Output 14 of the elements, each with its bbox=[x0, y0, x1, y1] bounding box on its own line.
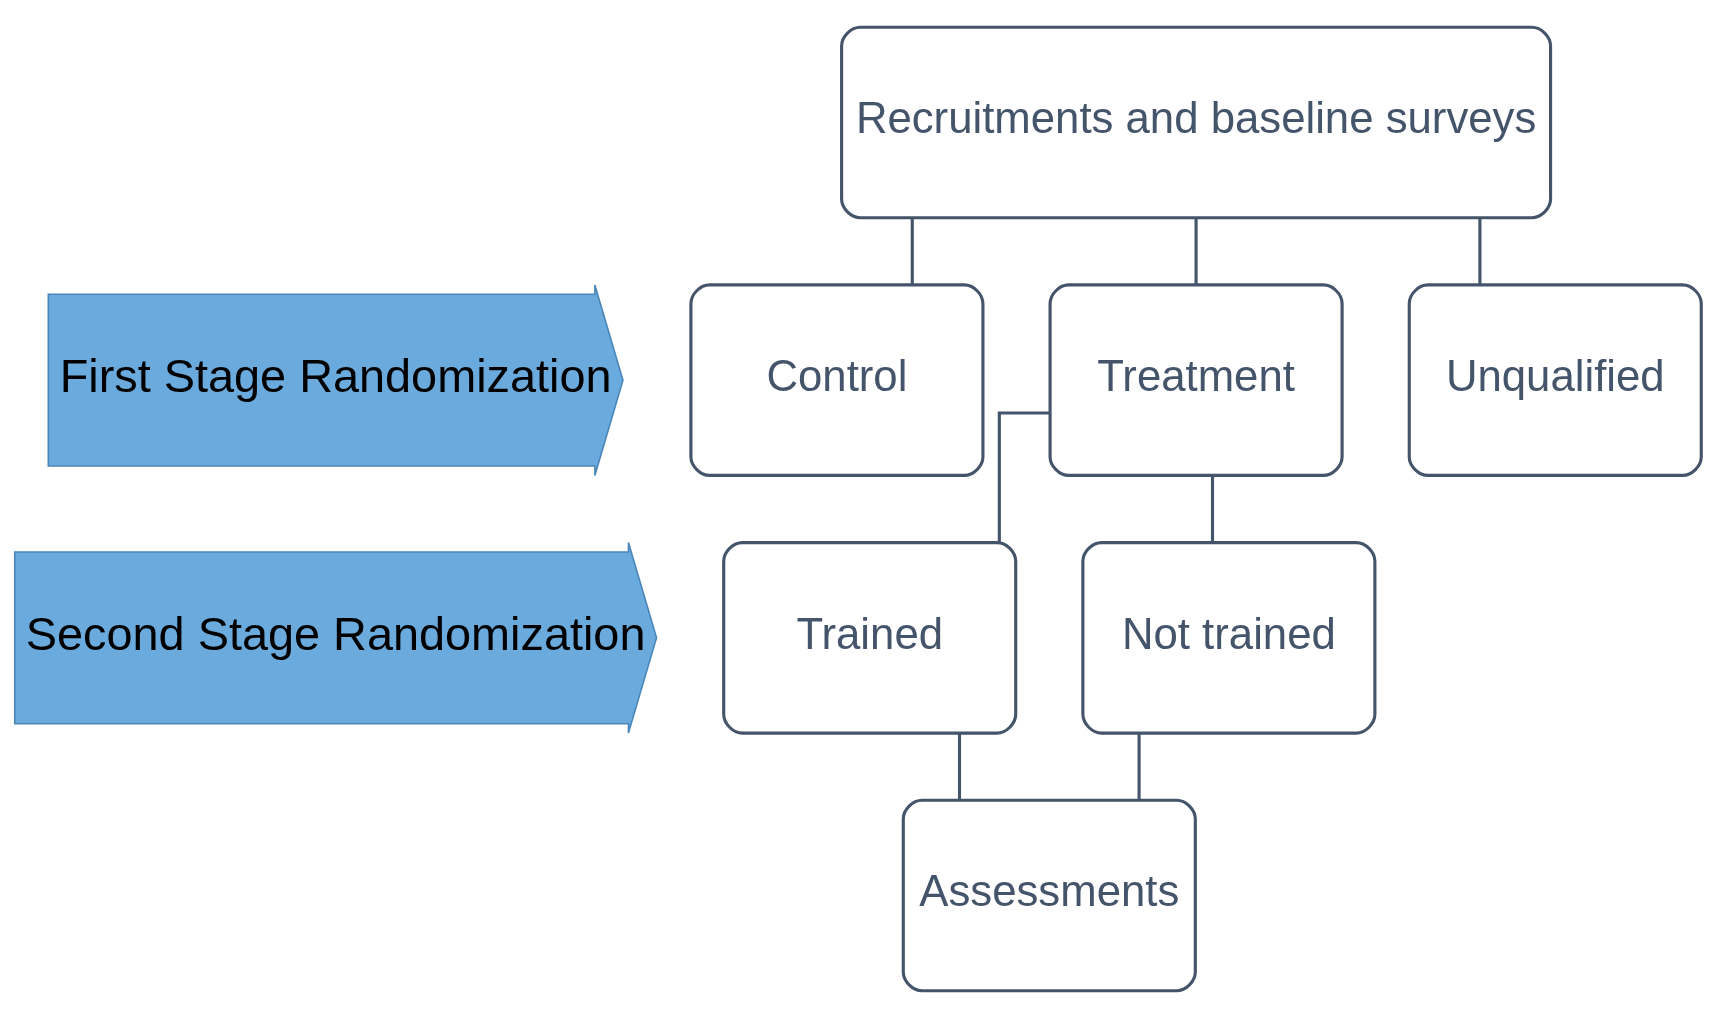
connector bbox=[1478, 218, 1482, 285]
node-box: Treatment bbox=[1048, 283, 1344, 477]
connector bbox=[1194, 218, 1198, 285]
node-box: Assessments bbox=[901, 798, 1197, 993]
node-box: Control bbox=[689, 283, 985, 477]
node-box: Unqualified bbox=[1407, 283, 1703, 477]
connector bbox=[1210, 476, 1215, 543]
node-box: Recruitments and baseline surveys bbox=[840, 25, 1553, 220]
node-box: Trained bbox=[722, 541, 1018, 735]
connector bbox=[1137, 733, 1141, 800]
connector bbox=[997, 411, 1050, 543]
connector bbox=[910, 218, 914, 285]
connector bbox=[957, 733, 962, 800]
node-box: Not trained bbox=[1081, 541, 1377, 735]
